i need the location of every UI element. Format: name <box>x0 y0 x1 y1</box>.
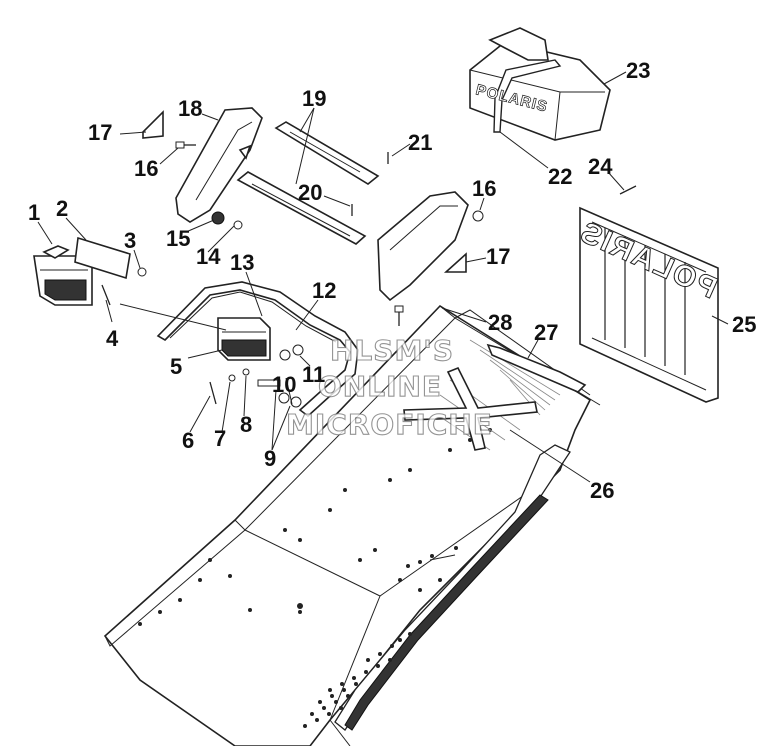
callout-4: 4 <box>106 326 119 351</box>
rail-19-upper <box>274 121 380 185</box>
watermark-line-3: MICROFICHE <box>286 408 493 441</box>
callout-26: 26 <box>590 478 614 503</box>
callout-19: 19 <box>302 86 326 111</box>
callout-9: 9 <box>264 446 276 471</box>
tail-light-left <box>33 245 93 306</box>
watermark: HLSM'S ONLINE MICROFICHE <box>285 333 493 441</box>
callout-15: 15 <box>166 226 190 251</box>
callout-16-left: 16 <box>134 156 158 181</box>
hardware-set <box>209 344 304 408</box>
callout-3: 3 <box>124 228 136 253</box>
snow-flap <box>579 206 719 403</box>
callout-14: 14 <box>196 244 221 269</box>
watermark-line-1: HLSM'S <box>330 334 454 367</box>
callout-25: 25 <box>732 312 756 337</box>
washers-14-15 <box>211 211 243 230</box>
right-bracket <box>377 191 469 302</box>
callout-10: 10 <box>272 372 296 397</box>
callout-5: 5 <box>170 354 182 379</box>
bolt-16-right <box>472 210 484 222</box>
callout-11: 11 <box>302 362 325 387</box>
reflector-17-left <box>142 110 164 139</box>
cross-brace <box>403 366 538 451</box>
callout-numbers: 1 2 3 4 5 6 7 8 9 10 11 12 13 14 15 16 1… <box>28 58 756 503</box>
callout-8: 8 <box>240 412 252 437</box>
screw-3 <box>137 267 147 277</box>
callout-17-left: 17 <box>88 120 112 145</box>
rivet-24 <box>619 185 637 195</box>
reflector-17-right <box>443 252 467 273</box>
callout-16-right: 16 <box>472 176 496 201</box>
callout-20: 20 <box>298 180 322 205</box>
callout-2: 2 <box>56 196 68 221</box>
mount-bar <box>486 343 587 393</box>
callout-17-right: 17 <box>486 244 510 269</box>
callout-18: 18 <box>178 96 202 121</box>
callout-24: 24 <box>588 154 613 179</box>
left-bracket <box>175 107 263 223</box>
callout-6: 6 <box>182 428 194 453</box>
callout-27: 27 <box>534 320 558 345</box>
rail-edge <box>344 494 549 731</box>
lens-plate <box>74 236 131 280</box>
tail-light-mounted <box>217 317 271 361</box>
stud-28 <box>394 305 404 326</box>
callout-13: 13 <box>230 250 254 275</box>
bolt-4 <box>101 284 111 306</box>
toolbox <box>469 27 611 141</box>
rail-19-lower <box>236 171 367 245</box>
callout-23: 23 <box>626 58 650 83</box>
leader-lines <box>37 71 729 483</box>
callout-21: 21 <box>408 130 432 155</box>
callout-12: 12 <box>312 278 336 303</box>
callout-1: 1 <box>28 200 40 225</box>
callout-7: 7 <box>214 426 226 451</box>
callout-22: 22 <box>548 164 572 189</box>
watermark-line-2: ONLINE <box>318 370 442 403</box>
callout-28: 28 <box>488 310 512 335</box>
bolt-16-left <box>175 141 196 149</box>
rear-bumper <box>156 281 359 418</box>
hole-pattern <box>138 406 517 728</box>
